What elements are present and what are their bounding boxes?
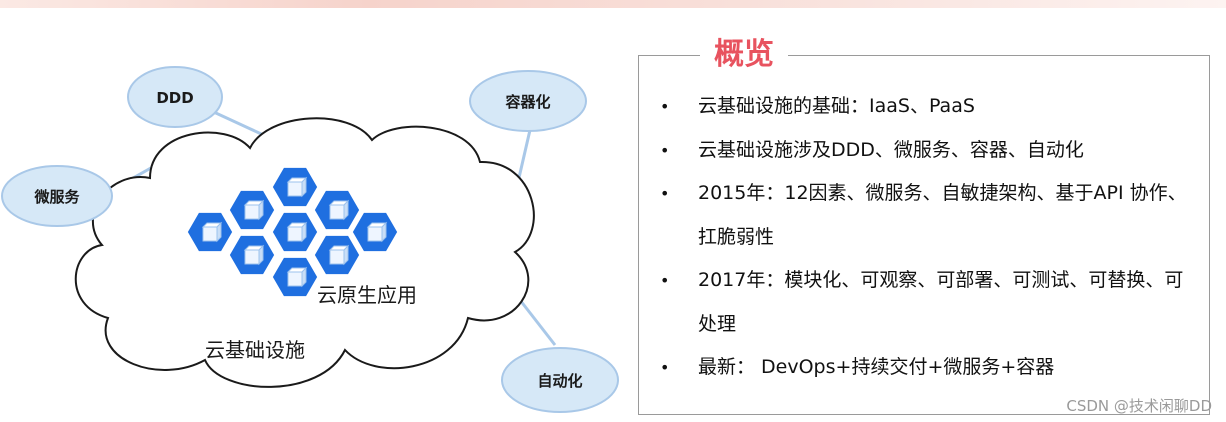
bullet-text: 云基础设施的基础：IaaS、PaaS (698, 95, 975, 117)
bullet-dot: • (660, 358, 670, 377)
overview-bullet-list: • 云基础设施的基础：IaaS、PaaS • 云基础设施涉及DDD、微服务、容器、自… (660, 85, 1200, 390)
node-ddd-label: DDD (156, 89, 193, 107)
cube-icon (328, 244, 350, 266)
cube-icon (328, 199, 350, 221)
cube-icon (286, 221, 308, 243)
node-ddd: DDD (127, 66, 223, 128)
hexagon-tile (186, 211, 234, 253)
overview-panel: 概览 • 云基础设施的基础：IaaS、PaaS • 云基础设施涉及DDD、微服务、容… (638, 33, 1210, 415)
watermark: CSDN @技术闲聊DD (1066, 397, 1212, 415)
hexagon-tile (271, 211, 319, 253)
connector-automation (518, 299, 557, 346)
hexagon-cluster (186, 166, 399, 298)
bullet-dot: • (660, 97, 670, 116)
hexagon-tile (271, 166, 319, 208)
bullet-dot: • (660, 184, 670, 203)
cube-icon (366, 221, 388, 243)
overview-bullet-item: • 云基础设施的基础：IaaS、PaaS (660, 85, 1200, 129)
overview-panel-border (638, 55, 1210, 415)
cube-icon (201, 221, 223, 243)
bullet-text: 云基础设施涉及DDD、微服务、容器、自动化 (698, 138, 1084, 161)
node-microservice-label: 微服务 (33, 188, 80, 206)
bullet-text: 2017年：模块化、可观察、可部署、可测试、可替换、可处理 (698, 269, 1184, 335)
cloud-native-diagram: 云原生应用 云基础设施 DDD 微服务 容器化 自动化 (1, 66, 619, 413)
cube-icon (243, 199, 265, 221)
node-container: 容器化 (469, 70, 587, 132)
node-container-label: 容器化 (504, 93, 550, 111)
bullet-text: 2015年：12因素、微服务、自敏捷架构、基于API 协作、扛脆弱性 (698, 182, 1187, 248)
hexagon-tile (351, 211, 399, 253)
overview-bullet-item: • 2015年：12因素、微服务、自敏捷架构、基于API 协作、扛脆弱性 (660, 172, 1200, 259)
overview-title: 概览 (700, 33, 788, 77)
cube-icon (286, 176, 308, 198)
hexagon-tile (228, 234, 276, 276)
node-microservice: 微服务 (1, 165, 113, 227)
cloud-infrastructure-label: 云基础设施 (205, 338, 305, 362)
bullet-dot: • (660, 271, 670, 290)
cube-icon (286, 266, 308, 288)
center-app-label: 云原生应用 (317, 283, 417, 307)
overview-bullet-item: • 2017年：模块化、可观察、可部署、可测试、可替换、可处理 (660, 259, 1200, 346)
hexagon-tile (271, 256, 319, 298)
hexagon-tile (228, 189, 276, 231)
top-accent-bar (0, 0, 1226, 8)
hexagon-tile (313, 189, 361, 231)
overview-bullet-item: • 最新： DevOps+持续交付+微服务+容器 (660, 346, 1200, 390)
overview-bullet-item: • 云基础设施涉及DDD、微服务、容器、自动化 (660, 129, 1200, 173)
hexagon-tile (313, 234, 361, 276)
node-automation-label: 自动化 (537, 372, 582, 390)
node-automation: 自动化 (501, 347, 619, 413)
cube-icon (243, 244, 265, 266)
bullet-text: 最新： DevOps+持续交付+微服务+容器 (698, 356, 1055, 378)
bullet-dot: • (660, 140, 670, 160)
